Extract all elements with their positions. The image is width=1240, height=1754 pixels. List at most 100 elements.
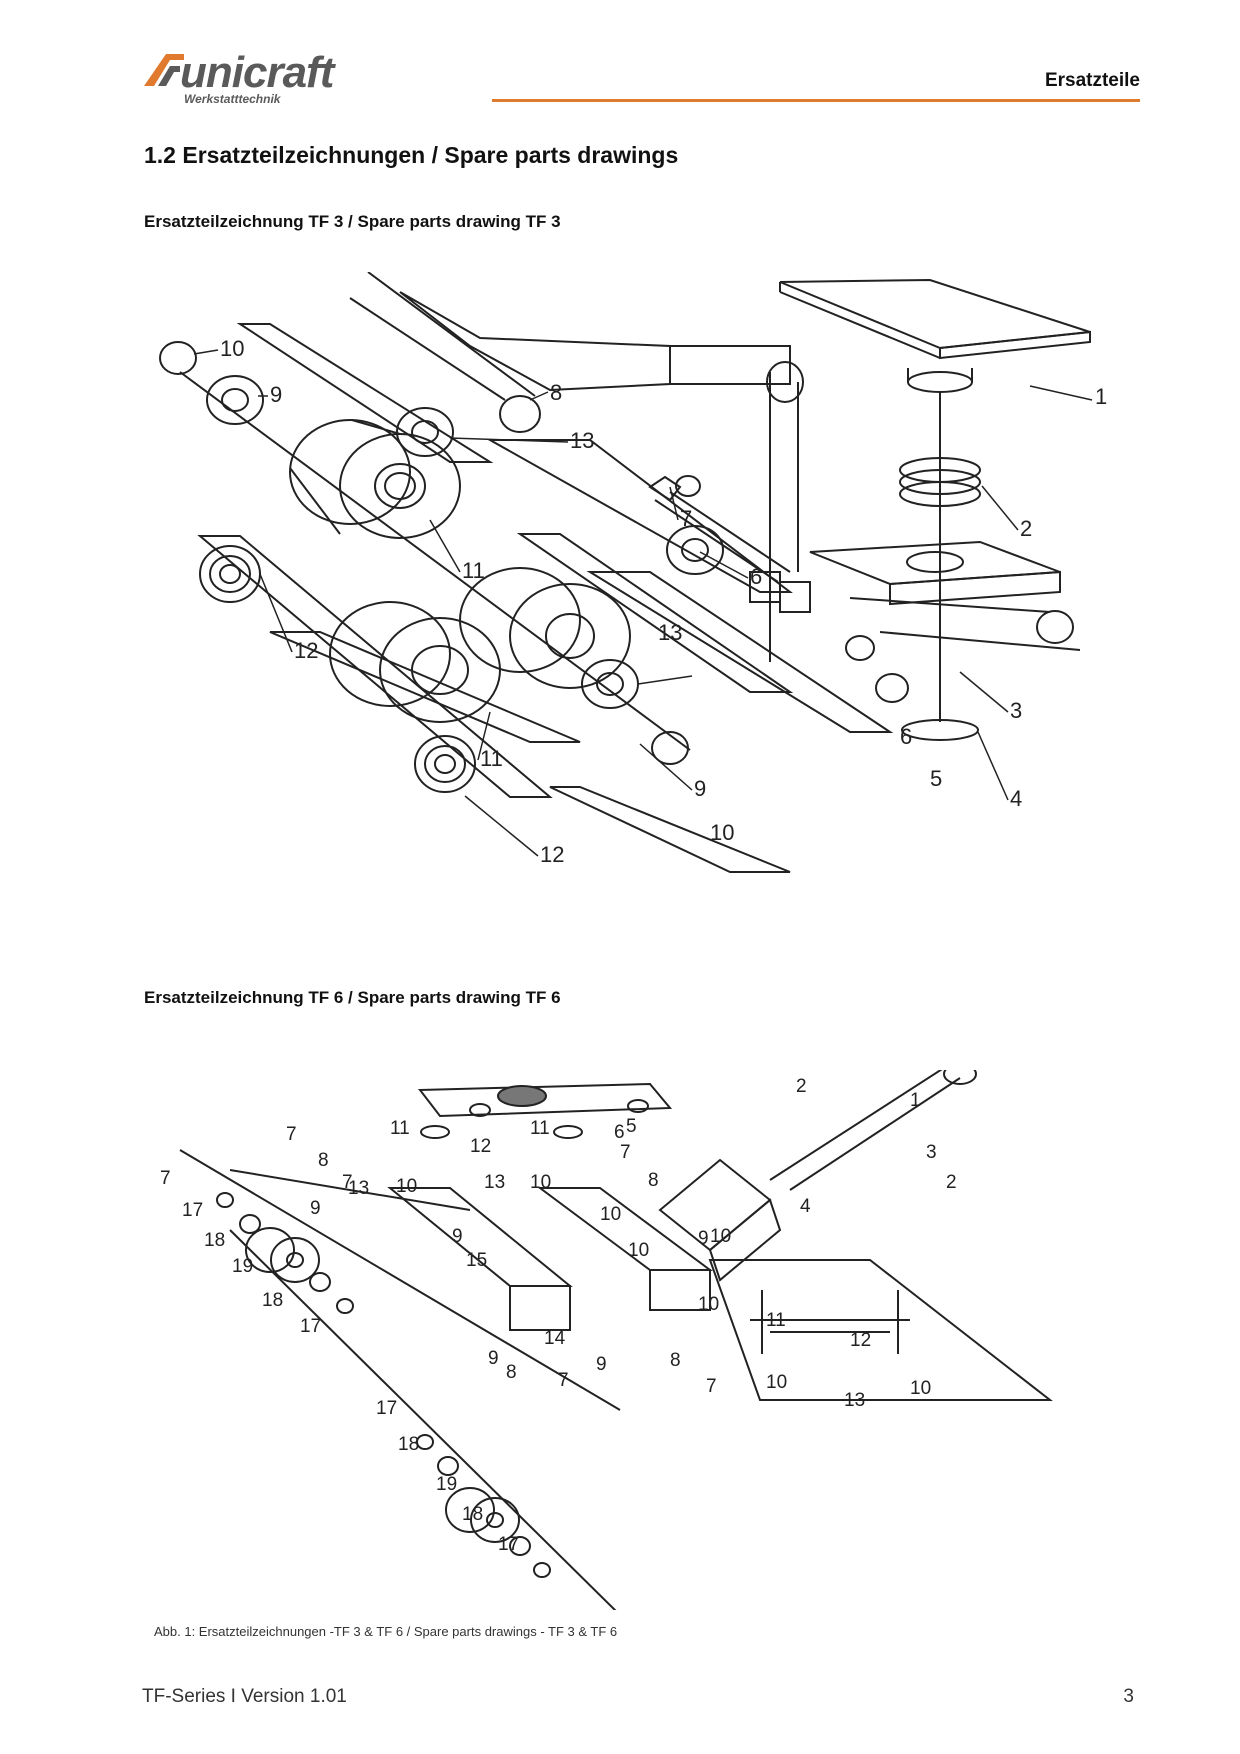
tf6-frames (387, 1187, 714, 1331)
svg-text:10: 10 (396, 1176, 417, 1197)
svg-text:7: 7 (620, 1142, 631, 1163)
svg-text:4: 4 (1010, 786, 1022, 811)
svg-text:11: 11 (530, 1118, 550, 1139)
svg-text:17: 17 (498, 1534, 519, 1555)
svg-text:1: 1 (910, 1090, 921, 1111)
svg-text:18: 18 (262, 1290, 283, 1311)
svg-text:3: 3 (1010, 698, 1022, 723)
svg-text:15: 15 (466, 1250, 487, 1271)
svg-text:12: 12 (470, 1136, 491, 1157)
svg-text:7: 7 (558, 1370, 569, 1391)
svg-text:8: 8 (648, 1170, 659, 1191)
svg-text:2: 2 (946, 1172, 957, 1193)
svg-text:11: 11 (390, 1118, 410, 1139)
page-number: 3 (1123, 1686, 1134, 1707)
svg-text:7: 7 (342, 1172, 353, 1193)
tf6-top-plate (418, 1082, 673, 1118)
svg-text:8: 8 (506, 1362, 517, 1383)
svg-text:6: 6 (614, 1122, 625, 1143)
tf3-roller-right (459, 567, 631, 689)
svg-text:4: 4 (800, 1196, 811, 1217)
svg-text:12: 12 (540, 842, 564, 867)
svg-text:13: 13 (570, 428, 594, 453)
svg-text:11: 11 (766, 1310, 786, 1331)
svg-text:6: 6 (900, 724, 912, 749)
svg-text:11: 11 (462, 558, 485, 583)
section-title: Ersatzteile (1044, 70, 1140, 91)
svg-text:9: 9 (452, 1226, 463, 1247)
tf6-roller-bottom (445, 1487, 520, 1543)
svg-text:10: 10 (910, 1378, 931, 1399)
logo-mark-icon (144, 54, 184, 86)
svg-text:7: 7 (286, 1124, 297, 1145)
tf3-top-plate (779, 278, 1091, 393)
tf3-bracket (749, 540, 1081, 651)
svg-text:2: 2 (1020, 516, 1032, 541)
svg-text:14: 14 (544, 1328, 566, 1349)
svg-text:17: 17 (182, 1200, 203, 1221)
tf3-rings (159, 341, 979, 793)
svg-text:10: 10 (220, 336, 244, 361)
svg-text:10: 10 (710, 1226, 731, 1247)
svg-text:18: 18 (398, 1434, 419, 1455)
svg-text:10: 10 (600, 1204, 621, 1225)
svg-text:10: 10 (530, 1172, 551, 1193)
tf3-leader-lines (193, 349, 1093, 857)
tf6-cylinder (658, 1063, 977, 1282)
svg-text:2: 2 (796, 1076, 807, 1097)
svg-text:17: 17 (300, 1316, 321, 1337)
svg-text:7: 7 (160, 1168, 171, 1189)
drawing-tf6-title: Ersatzteilzeichnung TF 6 / Spare parts d… (144, 988, 561, 1007)
svg-text:19: 19 (436, 1474, 457, 1495)
svg-text:7: 7 (680, 506, 692, 531)
svg-text:13: 13 (348, 1178, 369, 1199)
tf6-roller-top (245, 1227, 320, 1283)
svg-text:7: 7 (706, 1376, 717, 1397)
tf6-washers (216, 1125, 583, 1578)
svg-text:18: 18 (204, 1230, 225, 1251)
svg-text:6: 6 (750, 564, 762, 589)
page-heading: 1.2 Ersatzteilzeichnungen / Spare parts … (144, 142, 679, 168)
svg-text:1: 1 (1095, 384, 1107, 409)
svg-text:9: 9 (488, 1348, 499, 1369)
svg-text:11: 11 (480, 746, 503, 771)
svg-text:12: 12 (294, 638, 318, 663)
svg-text:17: 17 (376, 1398, 397, 1419)
company-logo: unicraft Werkstatttechnik (140, 44, 380, 106)
svg-text:10: 10 (710, 820, 734, 845)
svg-text:10: 10 (698, 1294, 719, 1315)
svg-text:9: 9 (698, 1228, 709, 1249)
svg-text:8: 8 (318, 1150, 329, 1171)
footer-series: TF-Series I Version 1.01 (142, 1686, 347, 1707)
svg-text:19: 19 (232, 1256, 253, 1277)
svg-text:12: 12 (850, 1330, 871, 1351)
svg-text:9: 9 (270, 382, 282, 407)
drawing-tf3-title: Ersatzteilzeichnung TF 3 / Spare parts d… (144, 212, 561, 231)
tf3-spring (899, 457, 981, 507)
logo-wordmark: unicraft (180, 48, 334, 97)
svg-text:13: 13 (658, 620, 682, 645)
svg-text:18: 18 (462, 1504, 483, 1525)
tf3-roller-left (329, 601, 501, 723)
tf3-roller-upper (289, 419, 461, 539)
svg-text:10: 10 (628, 1240, 649, 1261)
logo-subtitle: Werkstatttechnik (184, 92, 281, 106)
svg-text:13: 13 (844, 1390, 865, 1411)
svg-text:9: 9 (694, 776, 706, 801)
svg-text:9: 9 (310, 1198, 321, 1219)
svg-text:13: 13 (484, 1172, 505, 1193)
header-rule (492, 99, 1140, 102)
svg-text:3: 3 (926, 1142, 937, 1163)
figure-caption: Abb. 1: Ersatzteilzeichnungen -TF 3 & TF… (154, 1624, 618, 1639)
svg-text:8: 8 (550, 380, 562, 405)
tf3-top-beam (349, 271, 804, 433)
svg-text:5: 5 (930, 766, 942, 791)
svg-text:8: 8 (670, 1350, 681, 1371)
svg-text:5: 5 (626, 1116, 637, 1137)
